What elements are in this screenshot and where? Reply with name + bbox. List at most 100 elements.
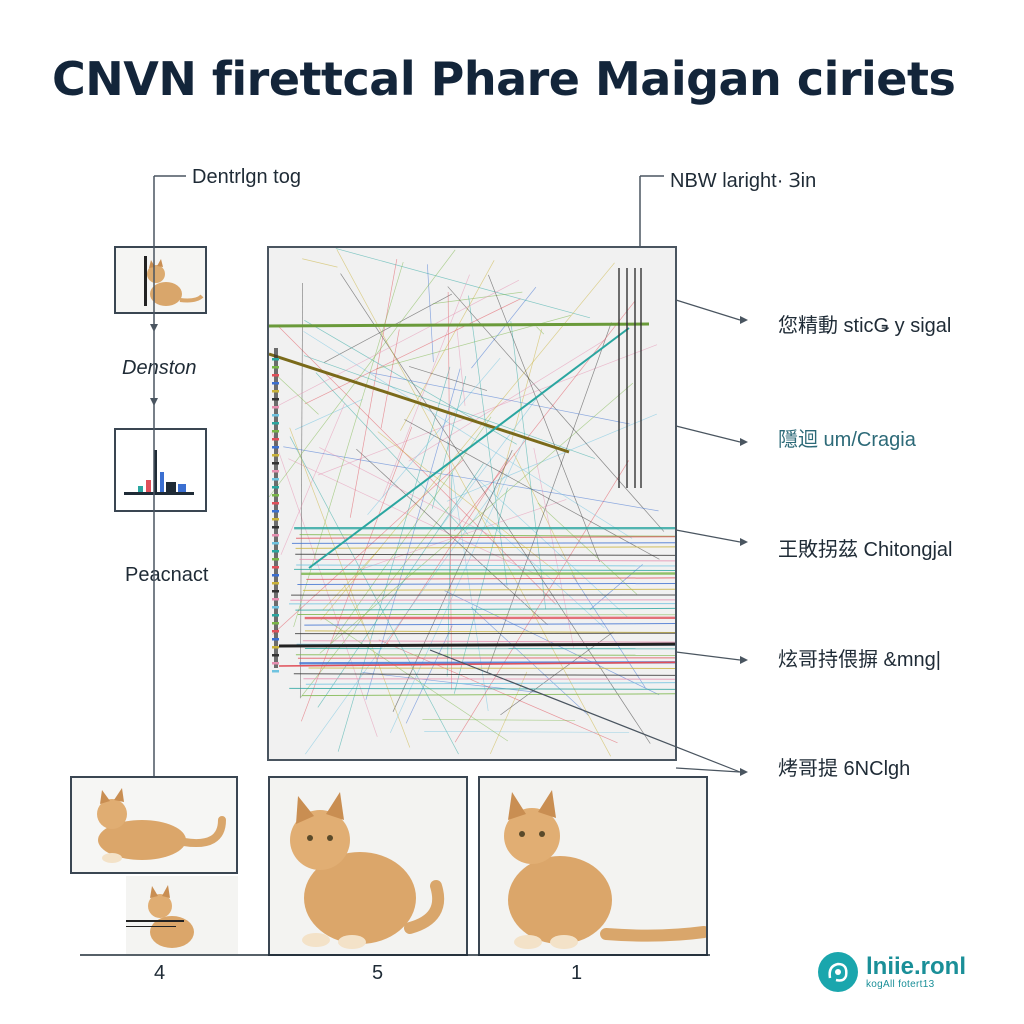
network-line (589, 564, 643, 610)
arrow-head (740, 656, 748, 664)
tick-mark (272, 398, 279, 401)
tick-mark (272, 374, 279, 377)
bundle-line (295, 546, 675, 549)
network-line (324, 293, 453, 363)
cat-sitting-large-image (270, 778, 466, 954)
tick-mark (272, 446, 279, 449)
cat-sitting-image (116, 248, 205, 312)
network-line (454, 460, 629, 743)
tick-mark (272, 454, 279, 457)
network-line (304, 298, 521, 405)
network-line (380, 329, 400, 429)
diagram-canvas (267, 246, 677, 761)
thumbnail-chart-small (114, 428, 207, 512)
right-label-2: 隱迴 um/Cragia (778, 429, 916, 451)
tick-mark (272, 670, 279, 673)
network-line (369, 372, 630, 425)
right-connector (675, 651, 741, 661)
bundle-line (302, 588, 675, 591)
tick-mark (272, 590, 279, 593)
network-line (320, 262, 615, 621)
arrow-head (740, 316, 748, 324)
network-line (472, 474, 628, 618)
tick-mark (272, 598, 279, 601)
right-connector (675, 529, 741, 543)
tick-mark (272, 406, 279, 409)
network-line (422, 719, 576, 721)
network-line (537, 502, 638, 595)
tick-mark (272, 438, 279, 441)
arrow-head (740, 768, 748, 776)
tick-mark (272, 582, 279, 585)
photo-panel-5 (268, 776, 468, 956)
network-line (408, 366, 488, 391)
network-line (536, 326, 545, 335)
tick-mark (272, 622, 279, 625)
accent-line (269, 352, 570, 454)
right-connector (675, 425, 741, 443)
thumbnail-cat-small (114, 246, 207, 314)
tick-mark (272, 478, 279, 481)
network-line (289, 427, 411, 748)
network-line (276, 279, 520, 407)
bundle-line (302, 640, 675, 643)
network-line (400, 260, 495, 431)
network-line (431, 375, 467, 509)
network-line (278, 326, 557, 605)
bundle-line (295, 553, 675, 556)
network-line (299, 282, 303, 699)
bundle-line (305, 682, 675, 685)
network-line (471, 286, 537, 369)
brain-icon (818, 952, 858, 992)
network-line (496, 328, 543, 498)
network-line (319, 382, 634, 654)
tick-mark (272, 574, 279, 577)
tick-mark (272, 390, 279, 393)
tick-mark (272, 630, 279, 633)
bundle-line (296, 536, 675, 539)
right-label-1: 您精動 sticǤ y sigal (778, 315, 952, 337)
network-line (294, 398, 363, 431)
tick-mark (272, 414, 279, 417)
network-line (315, 372, 469, 535)
bundle-line (297, 582, 675, 585)
network-line (427, 264, 434, 363)
panel-number-5: 5 (372, 962, 384, 984)
right-connector (675, 299, 741, 321)
network-line (446, 413, 657, 502)
network-line (382, 274, 470, 498)
photo-panel-1 (478, 776, 708, 956)
label-peacnact: Peacnact (125, 564, 209, 586)
network-line (453, 301, 635, 531)
network-line (293, 261, 404, 628)
network-line (272, 459, 464, 635)
tick-mark (272, 502, 279, 505)
bundle-line (295, 654, 675, 656)
arrow-head (740, 538, 748, 546)
tick-mark (272, 526, 279, 529)
tick-mark (272, 646, 279, 649)
tick-mark (272, 558, 279, 561)
right-label-5: 烤哥提 6NClgh (778, 758, 911, 780)
network-line (319, 447, 496, 539)
tick-mark (272, 518, 279, 521)
mini-bar-chart-image (116, 430, 205, 510)
network-line (488, 274, 601, 563)
cat-small-image (126, 885, 194, 948)
tick-mark (272, 606, 279, 609)
tick-mark (272, 638, 279, 641)
network-line (362, 499, 567, 570)
page-title: CNVN firettcal Phare Maigan ciriets (52, 52, 956, 106)
bundle-line (291, 542, 675, 544)
network-line (447, 440, 489, 712)
network-line (447, 292, 453, 690)
tick-mark (272, 422, 279, 425)
network-line (456, 327, 466, 406)
right-connector (675, 767, 741, 773)
bundle-line (299, 534, 675, 537)
bundle-line (302, 693, 675, 697)
network-line (317, 463, 484, 708)
network-line (283, 446, 659, 512)
bundle-line (295, 607, 675, 611)
network-line (424, 731, 630, 733)
